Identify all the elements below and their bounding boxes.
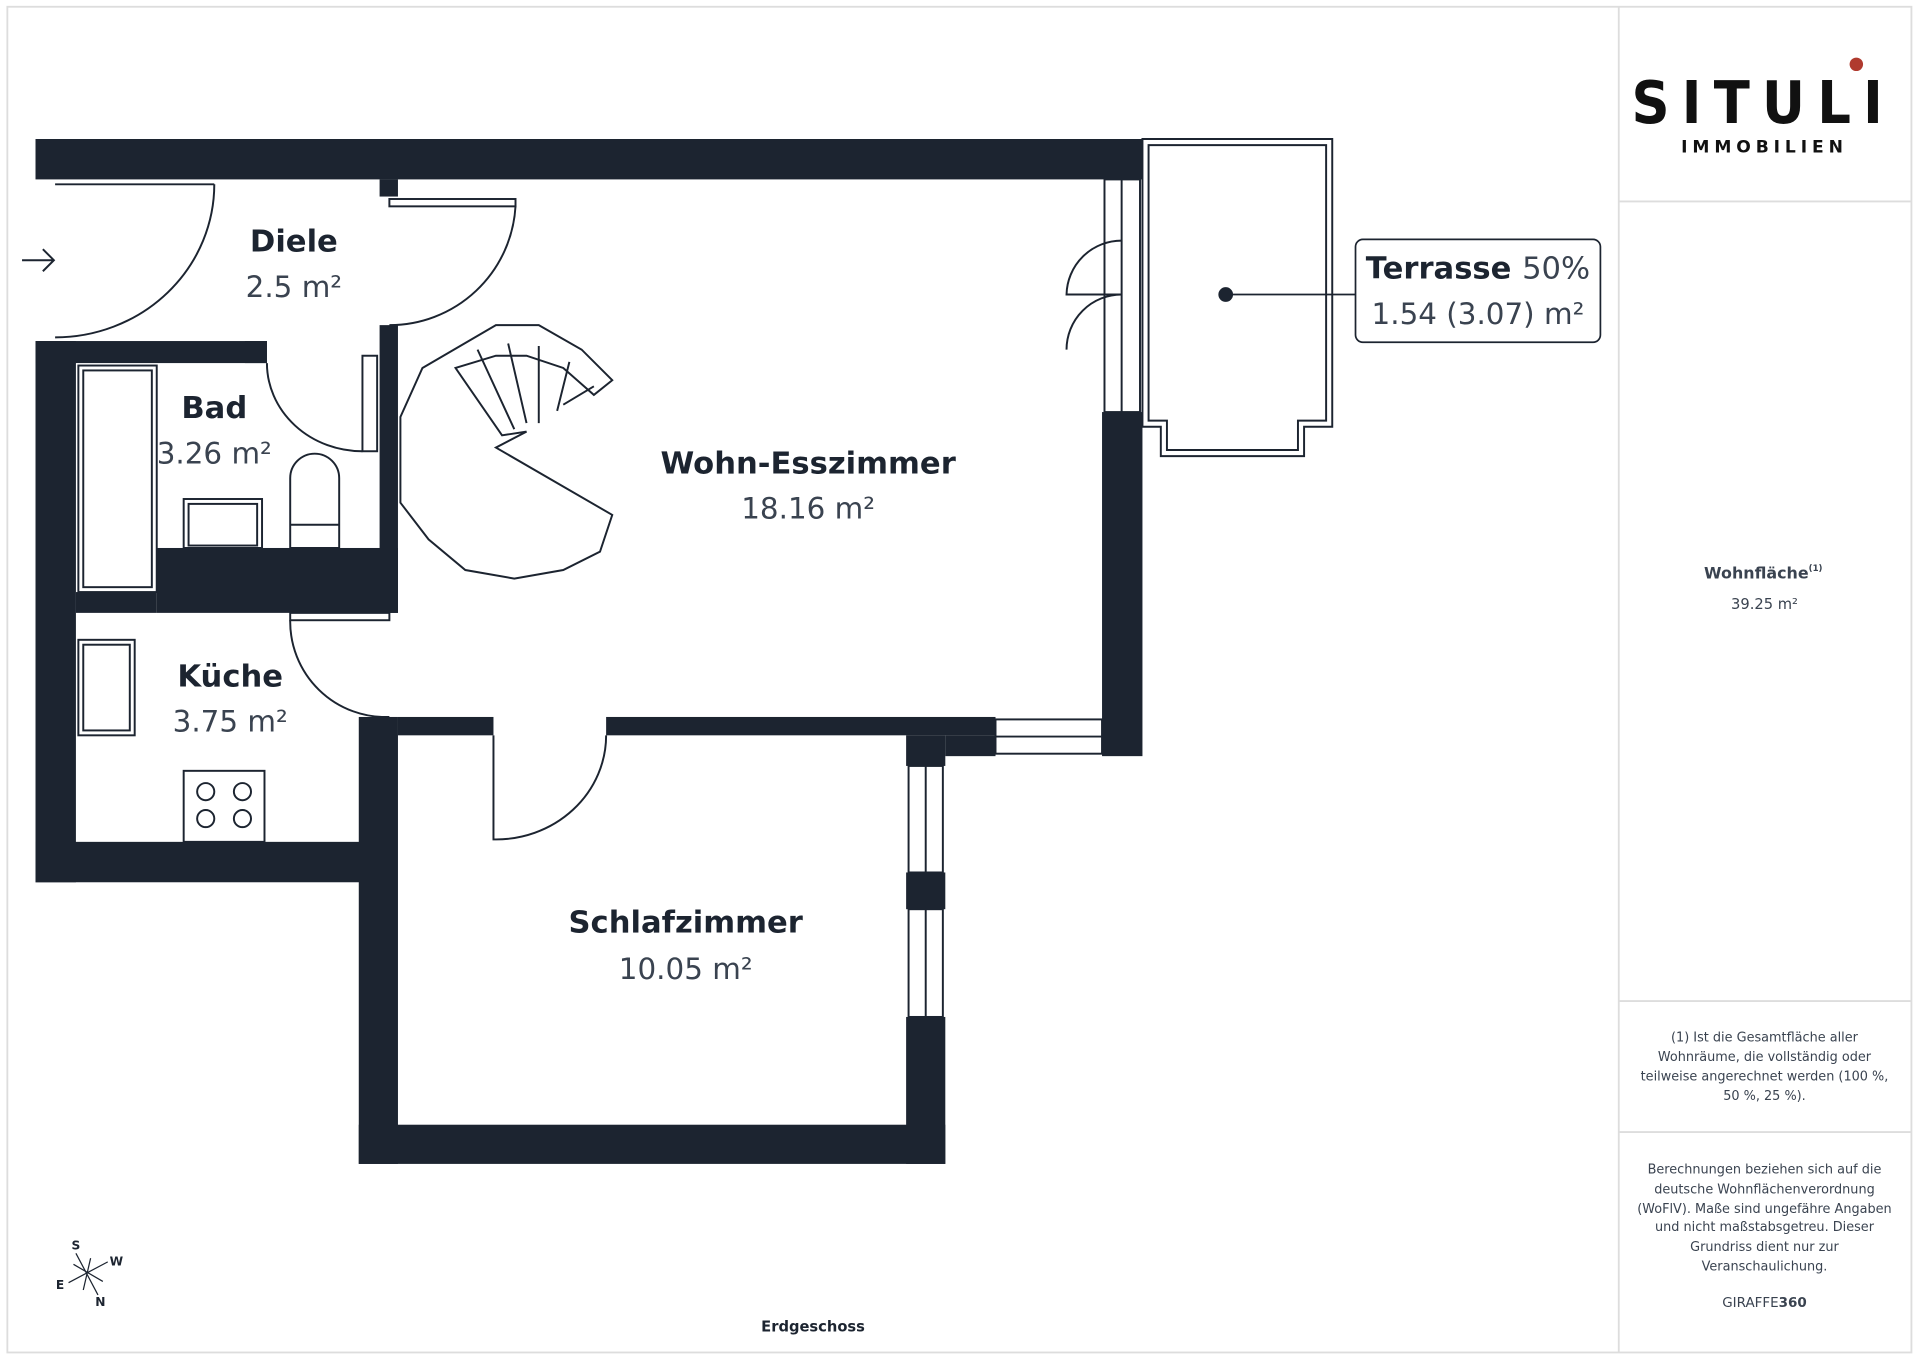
spiral-stair: [399, 324, 614, 580]
terrace-callout: [1354, 238, 1602, 344]
svg-text:E: E: [56, 1278, 64, 1292]
svg-text:und nicht maßstabsgetreu. Dies: und nicht maßstabsgetreu. Dieser: [1655, 1220, 1875, 1235]
terrace-label: Terrasse 50%: [1366, 252, 1590, 287]
room-name-diele: Diele: [250, 225, 338, 260]
walls: [35, 139, 1143, 1164]
svg-text:Berechnungen beziehen sich auf: Berechnungen beziehen sich auf die: [1648, 1163, 1882, 1178]
terrace-outline: [1141, 138, 1334, 458]
terrace-area: 1.54 (3.07) m²: [1372, 297, 1585, 331]
doors: [55, 183, 1122, 841]
room-name-schlafzimmer: Schlafzimmer: [569, 905, 803, 940]
svg-text:deutsche Wohnflächenverordnung: deutsche Wohnflächenverordnung: [1654, 1182, 1875, 1197]
svg-text:IMMOBILIEN: IMMOBILIEN: [1681, 137, 1848, 157]
fixtures: [77, 324, 614, 843]
room-area-wohn-esszimmer: 18.16 m²: [741, 492, 875, 526]
wohnflaeche-value: 39.25 m²: [1731, 596, 1798, 613]
terrace-name: Terrasse: [1366, 252, 1512, 287]
windows: [289, 178, 1141, 1018]
room-area-diele: 2.5 m²: [246, 270, 342, 304]
terrace-inner: [1147, 144, 1328, 451]
giraffe360-credit: GIRAFFE360: [1722, 1296, 1806, 1311]
svg-text:N: N: [95, 1295, 105, 1309]
situli-logo: SITULI IMMOBILIEN: [1631, 57, 1895, 157]
room-area-schlafzimmer: 10.05 m²: [619, 952, 753, 986]
stove: [182, 769, 266, 843]
svg-text:W: W: [110, 1255, 124, 1269]
room-name-wohn-esszimmer: Wohn-Esszimmer: [661, 446, 956, 481]
footnote: (1) Ist die Gesamtfläche aller Wohnräume…: [1641, 1030, 1889, 1104]
toilet: [289, 452, 341, 549]
svg-text:S: S: [72, 1239, 81, 1253]
logo-dot: [1849, 57, 1864, 72]
bathtub: [77, 364, 158, 594]
svg-text:Grundriss dient nur zur: Grundriss dient nur zur: [1690, 1240, 1839, 1255]
room-name-bad: Bad: [181, 391, 247, 426]
disclaimer: Berechnungen beziehen sich auf die deuts…: [1637, 1163, 1891, 1275]
kitchen-sink: [77, 638, 136, 737]
svg-text:Veranschaulichung.: Veranschaulichung.: [1702, 1259, 1828, 1274]
svg-text:50 %, 25 %).: 50 %, 25 %).: [1723, 1089, 1806, 1104]
terrace-percent: 50%: [1522, 252, 1590, 287]
room-area-bad: 3.26 m²: [157, 436, 272, 470]
svg-text:(WoFlV). Maße sind ungefähre A: (WoFlV). Maße sind ungefähre Angaben: [1637, 1202, 1891, 1217]
sink: [182, 498, 264, 549]
svg-text:teilweise angerechnet werden (: teilweise angerechnet werden (100 %,: [1641, 1070, 1889, 1085]
page-border: [6, 5, 1913, 1354]
svg-text:(1) Ist die Gesamtfläche aller: (1) Ist die Gesamtfläche aller: [1671, 1030, 1859, 1045]
svg-text:SITULI: SITULI: [1631, 68, 1895, 137]
room-area-kueche: 3.75 m²: [173, 705, 288, 739]
room-name-kueche: Küche: [177, 659, 283, 694]
floor-label: Erdgeschoss: [761, 1319, 865, 1336]
entrance-arrow-icon: [22, 248, 56, 272]
compass-icon: S W E N: [56, 1239, 124, 1309]
svg-text:Wohnräume, die vollständig ode: Wohnräume, die vollständig oder: [1658, 1050, 1872, 1065]
wohnflaeche-label: Wohnfläche(1): [1704, 564, 1822, 583]
